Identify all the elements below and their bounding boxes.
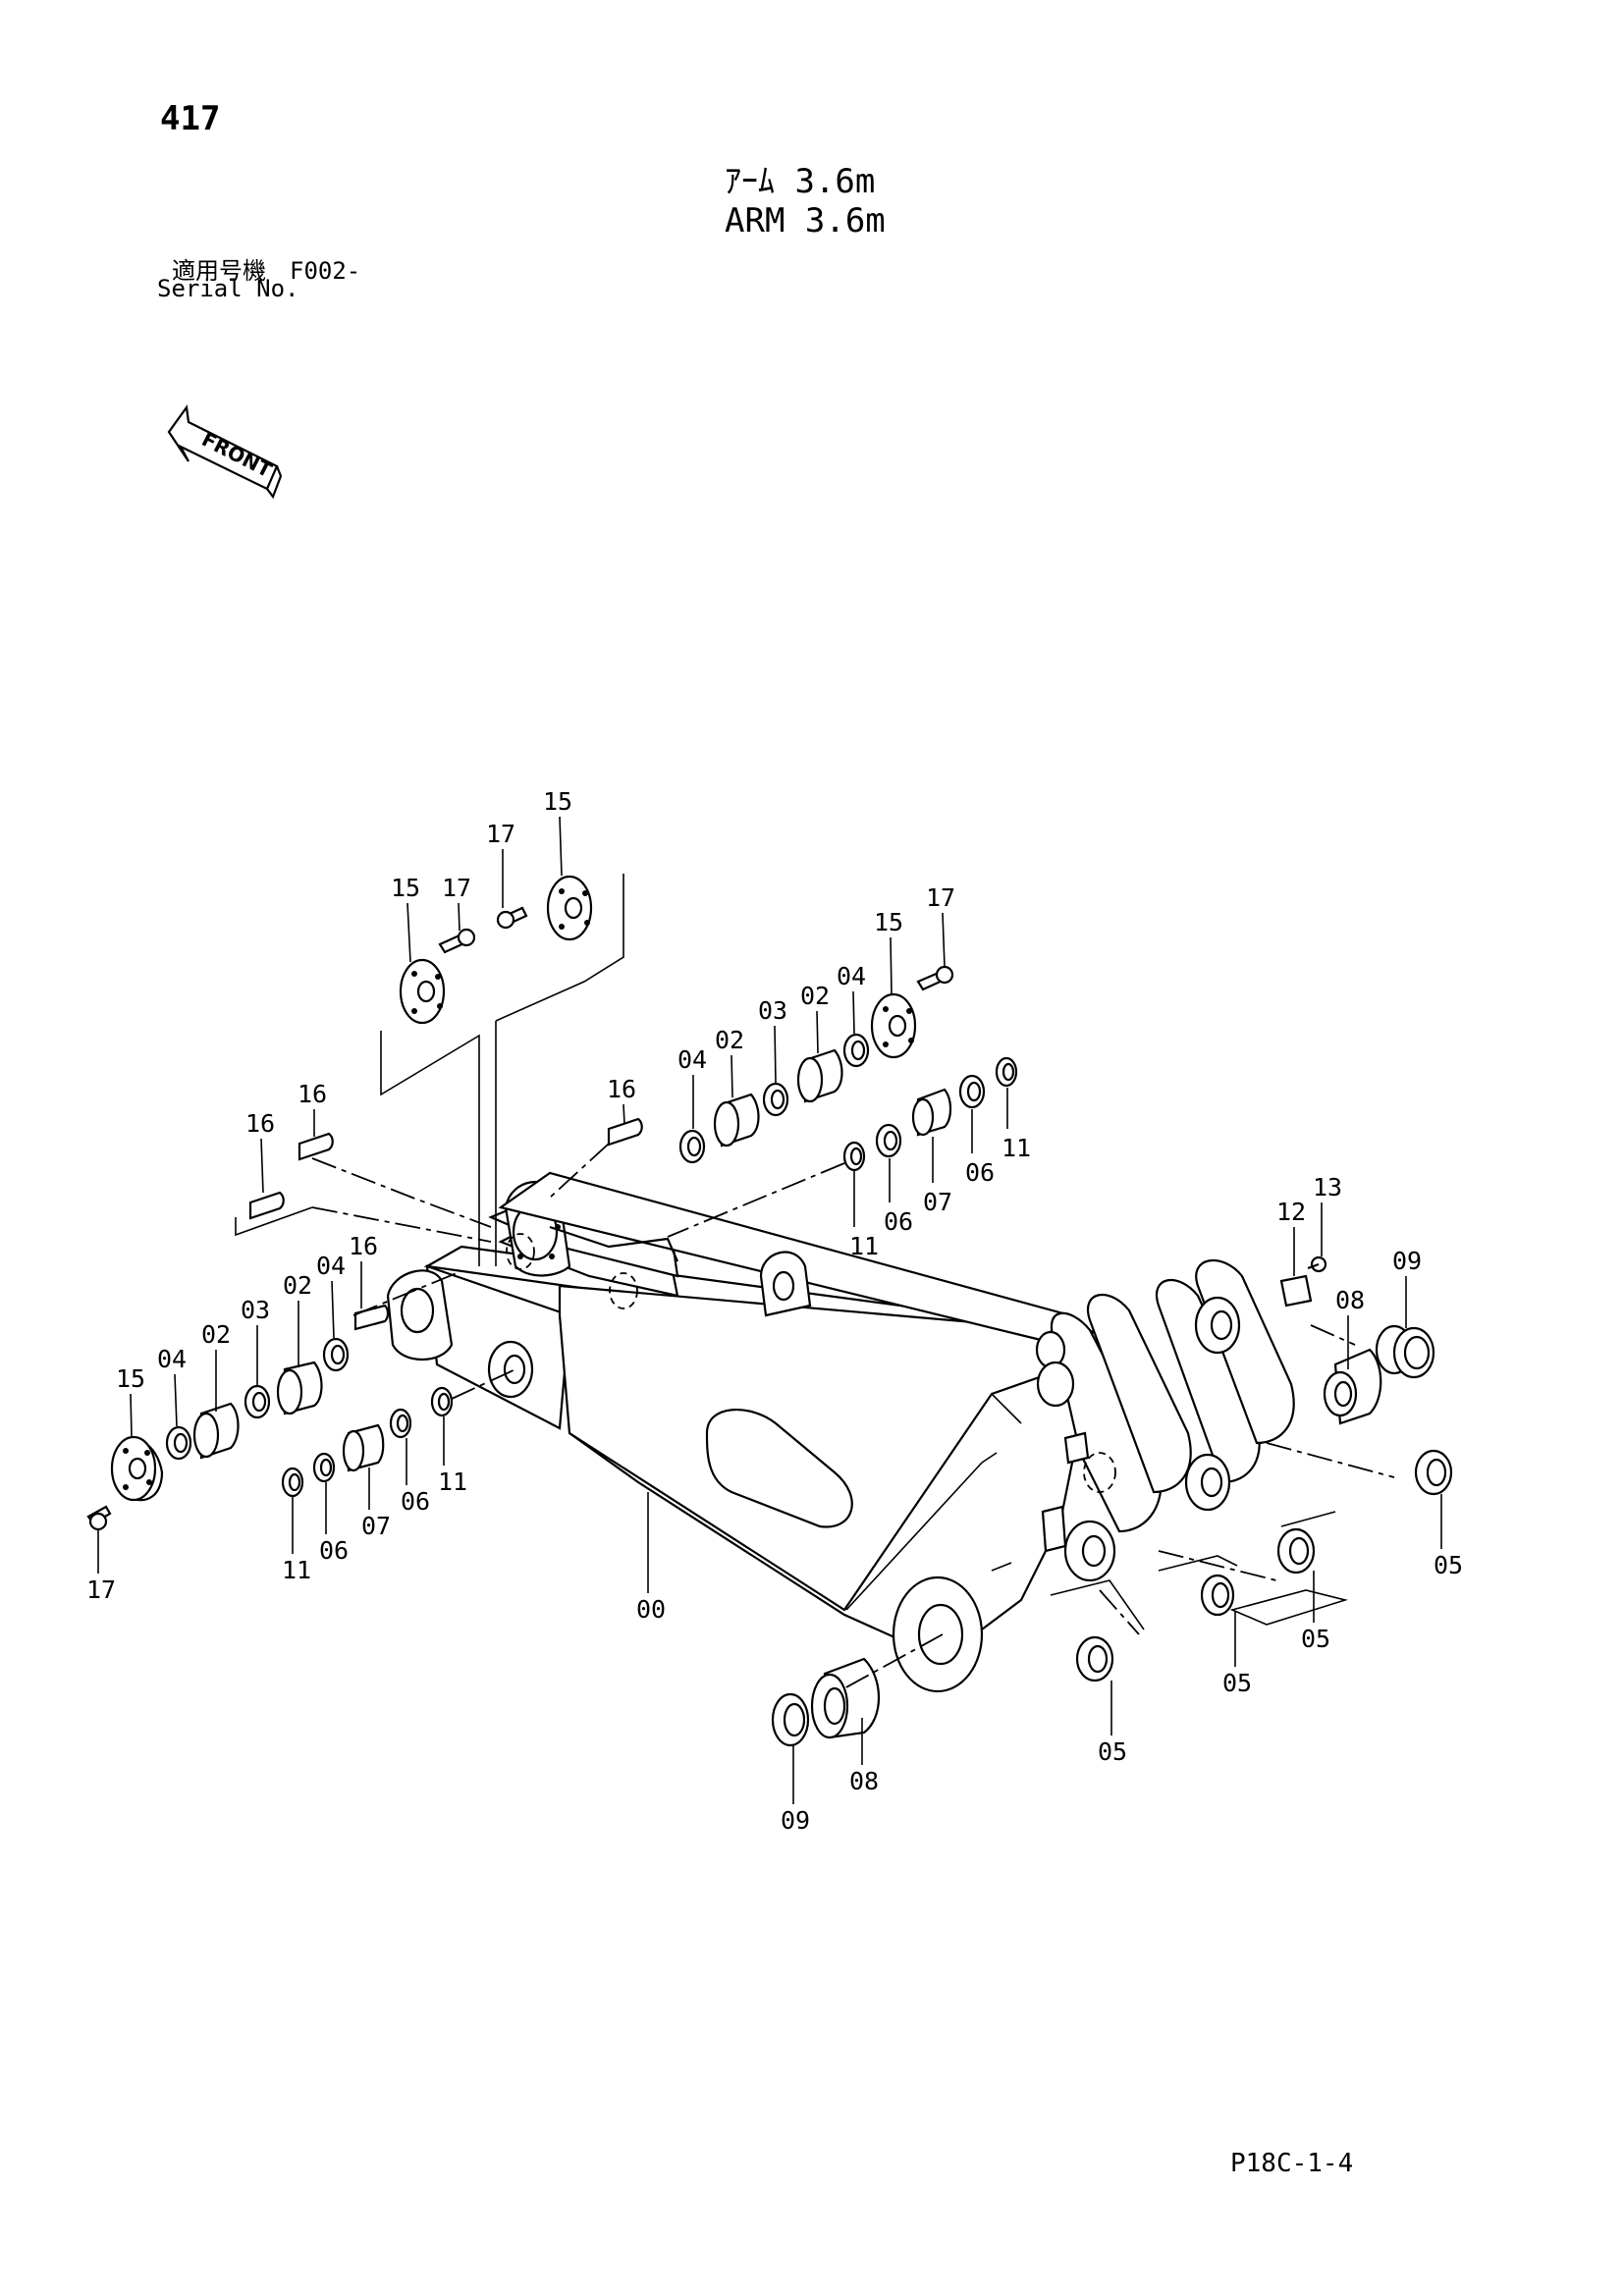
svg-text:04: 04 [837, 962, 866, 990]
title-english: ARM 3.6m [725, 201, 886, 240]
svg-text:16: 16 [245, 1109, 275, 1138]
svg-text:05: 05 [1098, 1737, 1127, 1766]
svg-text:00: 00 [636, 1595, 666, 1624]
svg-text:03: 03 [758, 996, 787, 1025]
svg-text:15: 15 [116, 1364, 145, 1393]
svg-text:02: 02 [283, 1271, 312, 1300]
bucket-pin-bushings [771, 1324, 1453, 1747]
svg-text:15: 15 [543, 787, 572, 816]
svg-text:06: 06 [319, 1536, 349, 1565]
svg-text:08: 08 [849, 1767, 879, 1795]
nameplate-assembly [1279, 1255, 1327, 1308]
svg-text:08: 08 [1335, 1286, 1365, 1314]
svg-text:07: 07 [361, 1512, 391, 1540]
svg-text:13: 13 [1313, 1173, 1342, 1201]
svg-text:17: 17 [86, 1575, 116, 1604]
svg-text:11: 11 [1001, 1134, 1031, 1162]
front-arrow-icon: FRONT [167, 404, 283, 500]
svg-text:09: 09 [1392, 1247, 1422, 1275]
svg-text:11: 11 [849, 1232, 879, 1260]
svg-text:02: 02 [715, 1026, 744, 1054]
serial-label-english: Serial No. [157, 275, 299, 302]
svg-text:11: 11 [438, 1468, 467, 1496]
svg-text:04: 04 [316, 1252, 346, 1280]
svg-text:16: 16 [607, 1075, 636, 1103]
svg-text:11: 11 [282, 1556, 311, 1584]
arm-body [386, 1171, 1295, 1693]
svg-text:05: 05 [1222, 1669, 1252, 1697]
svg-text:17: 17 [442, 874, 471, 902]
svg-text:17: 17 [926, 883, 955, 912]
svg-text:04: 04 [157, 1345, 187, 1373]
figure-code: P18C-1-4 [1230, 2149, 1354, 2178]
callout-labels: 15 17 17 15 17 15 04 02 03 02 04 16 11 0… [86, 787, 1463, 1835]
svg-text:17: 17 [486, 820, 515, 848]
upper-left-pin-group [235, 874, 624, 1266]
svg-text:09: 09 [781, 1806, 810, 1835]
svg-text:06: 06 [401, 1487, 430, 1516]
svg-text:16: 16 [298, 1080, 327, 1108]
page-number: 417 [160, 99, 221, 138]
svg-text:06: 06 [965, 1158, 995, 1187]
svg-text:04: 04 [677, 1045, 707, 1074]
svg-text:16: 16 [349, 1232, 378, 1260]
svg-text:07: 07 [923, 1188, 952, 1216]
svg-text:15: 15 [874, 908, 903, 936]
serial-label-japanese: 適用号機 F002- [172, 257, 361, 285]
svg-text:15: 15 [391, 874, 420, 902]
svg-text:05: 05 [1434, 1551, 1463, 1579]
svg-text:06: 06 [884, 1207, 913, 1236]
svg-text:02: 02 [800, 982, 830, 1010]
svg-text:03: 03 [241, 1296, 270, 1324]
svg-text:02: 02 [201, 1320, 231, 1349]
svg-text:12: 12 [1276, 1198, 1306, 1226]
svg-text:05: 05 [1301, 1625, 1330, 1653]
left-pin-group [86, 1270, 516, 1531]
title-japanese: ｱｰﾑ 3.6m [725, 162, 876, 201]
